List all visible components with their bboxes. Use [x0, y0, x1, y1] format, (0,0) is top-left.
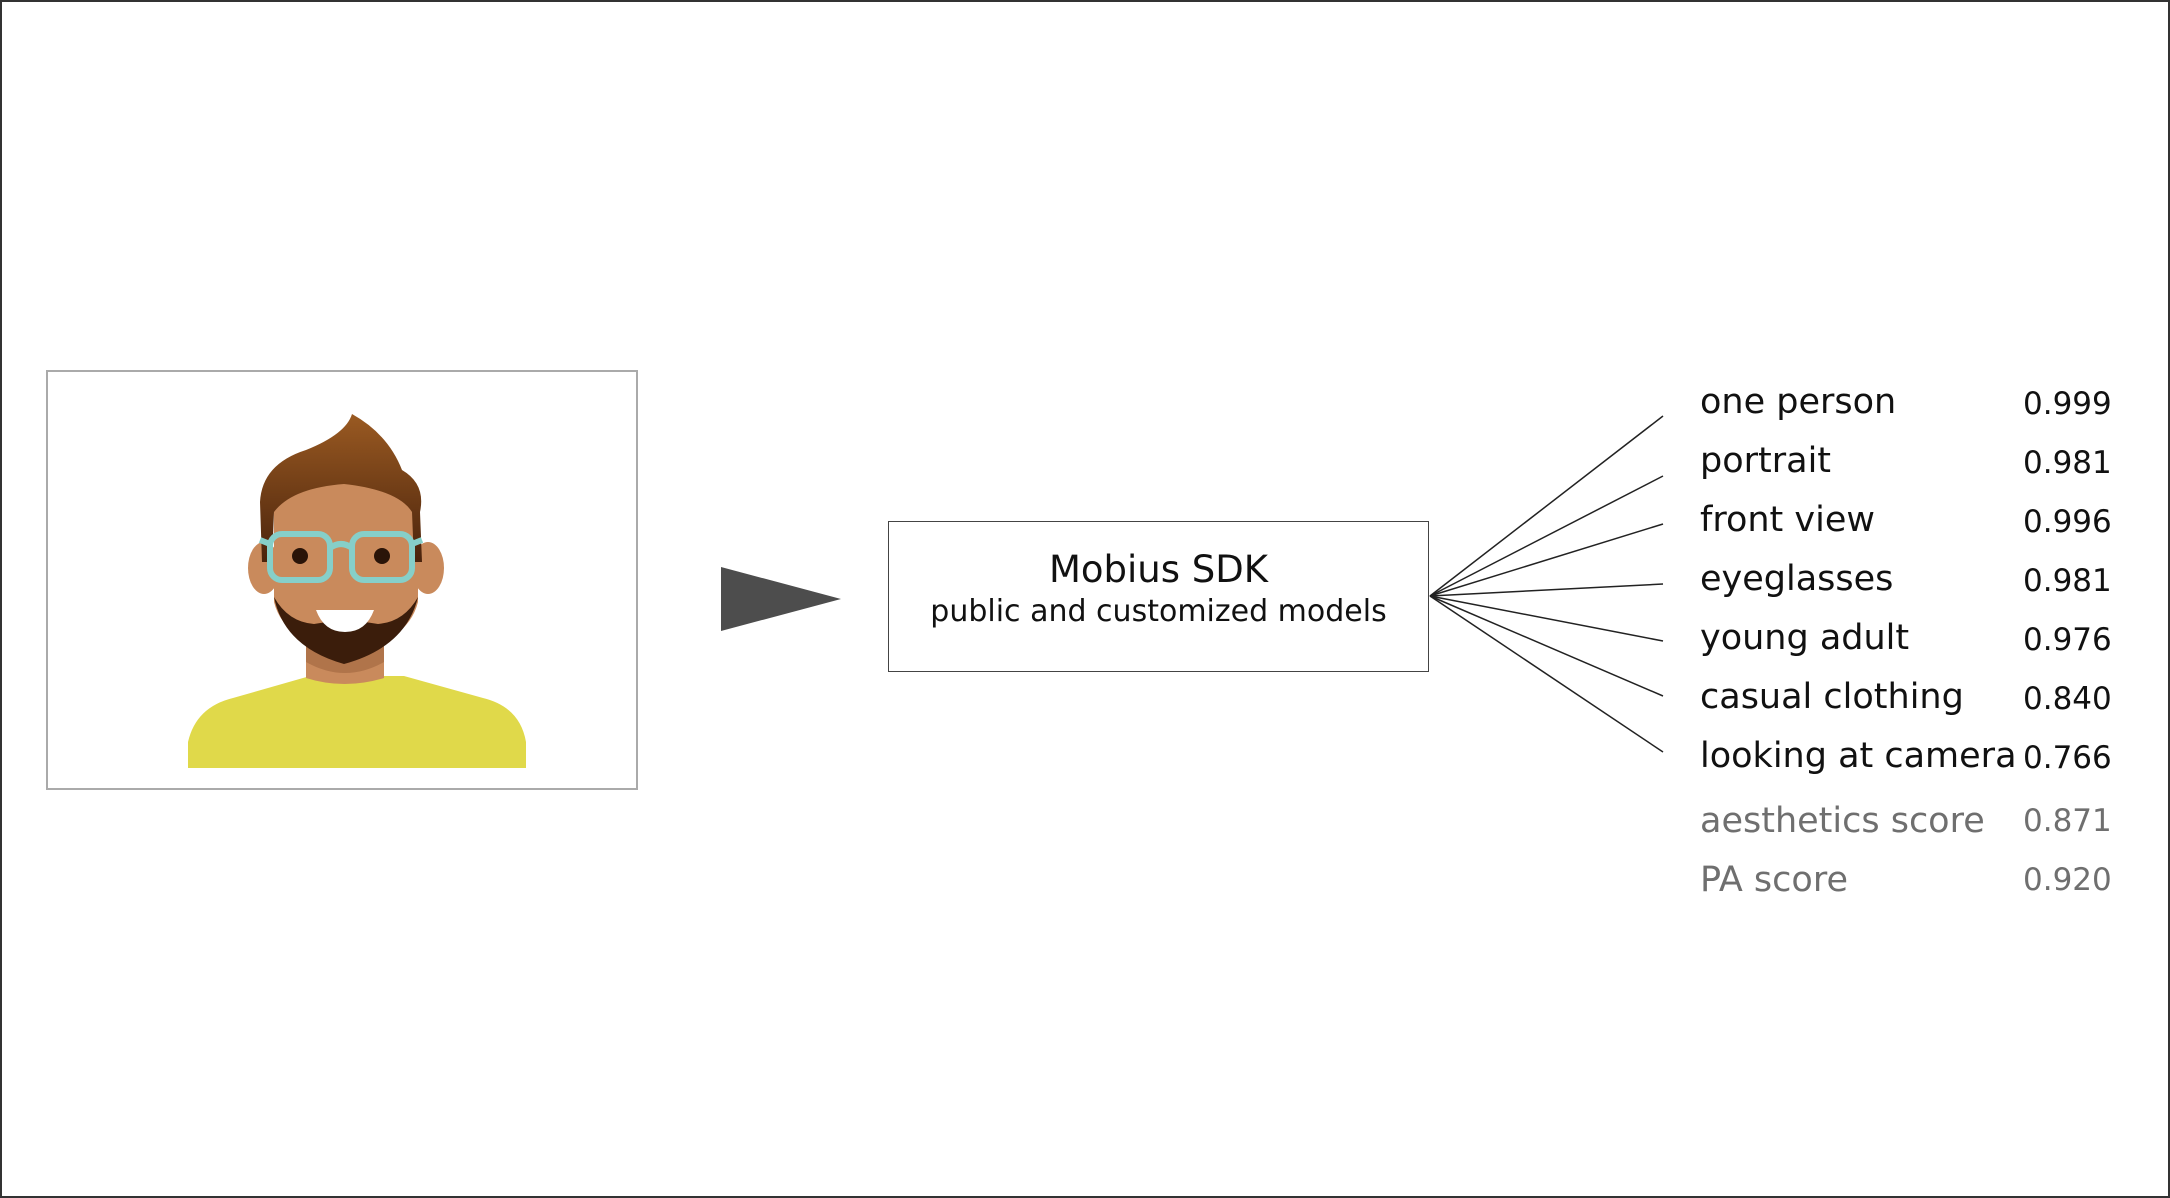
tag-row: eyeglasses 0.981	[1700, 555, 2120, 614]
tag-row: portrait 0.981	[1700, 437, 2120, 496]
connector-line	[1429, 475, 1664, 597]
tag-confidence: 0.976	[2023, 622, 2112, 658]
tag-label: one person	[1700, 382, 1897, 422]
tag-label: front view	[1700, 500, 1875, 540]
tag-label: looking at camera	[1700, 736, 2017, 776]
tag-confidence: 0.981	[2023, 563, 2112, 599]
tag-row: looking at camera 0.766	[1700, 732, 2120, 791]
tag-row: front view 0.996	[1700, 496, 2120, 555]
connector-line	[1429, 595, 1664, 697]
input-photo	[46, 370, 638, 790]
tag-row: one person 0.999	[1700, 378, 2120, 437]
tag-label: portrait	[1700, 441, 1832, 481]
tag-row: young adult 0.976	[1700, 614, 2120, 673]
tag-list: one person 0.999 portrait 0.981 front vi…	[1700, 378, 2120, 791]
sdk-title: Mobius SDK	[1048, 548, 1269, 591]
tag-label: casual clothing	[1700, 677, 1964, 717]
connector-line	[1429, 595, 1664, 642]
right-arrow-icon	[721, 567, 841, 631]
score-label: PA score	[1700, 860, 1848, 900]
tag-confidence: 0.981	[2023, 445, 2112, 481]
tag-label: young adult	[1700, 618, 1910, 658]
connector-line	[1429, 523, 1664, 597]
score-list: aesthetics score 0.871 PA score 0.920	[1700, 797, 2120, 915]
score-row: aesthetics score 0.871	[1700, 797, 2120, 856]
avatar-icon	[188, 414, 526, 768]
score-value: 0.871	[2023, 803, 2112, 839]
score-row: PA score 0.920	[1700, 856, 2120, 915]
sdk-box: Mobius SDK public and customized models	[888, 521, 1429, 672]
tag-label: eyeglasses	[1700, 559, 1894, 599]
sdk-subtitle: public and customized models	[930, 594, 1387, 629]
tag-confidence: 0.999	[2023, 386, 2112, 422]
score-value: 0.920	[2023, 862, 2112, 898]
connector-line	[1429, 595, 1664, 753]
connector-line	[1429, 415, 1664, 597]
tag-row: casual clothing 0.840	[1700, 673, 2120, 732]
connector-line	[1429, 583, 1664, 597]
score-label: aesthetics score	[1700, 801, 1985, 841]
tag-confidence: 0.766	[2023, 740, 2112, 776]
tag-confidence: 0.996	[2023, 504, 2112, 540]
tag-confidence: 0.840	[2023, 681, 2112, 717]
